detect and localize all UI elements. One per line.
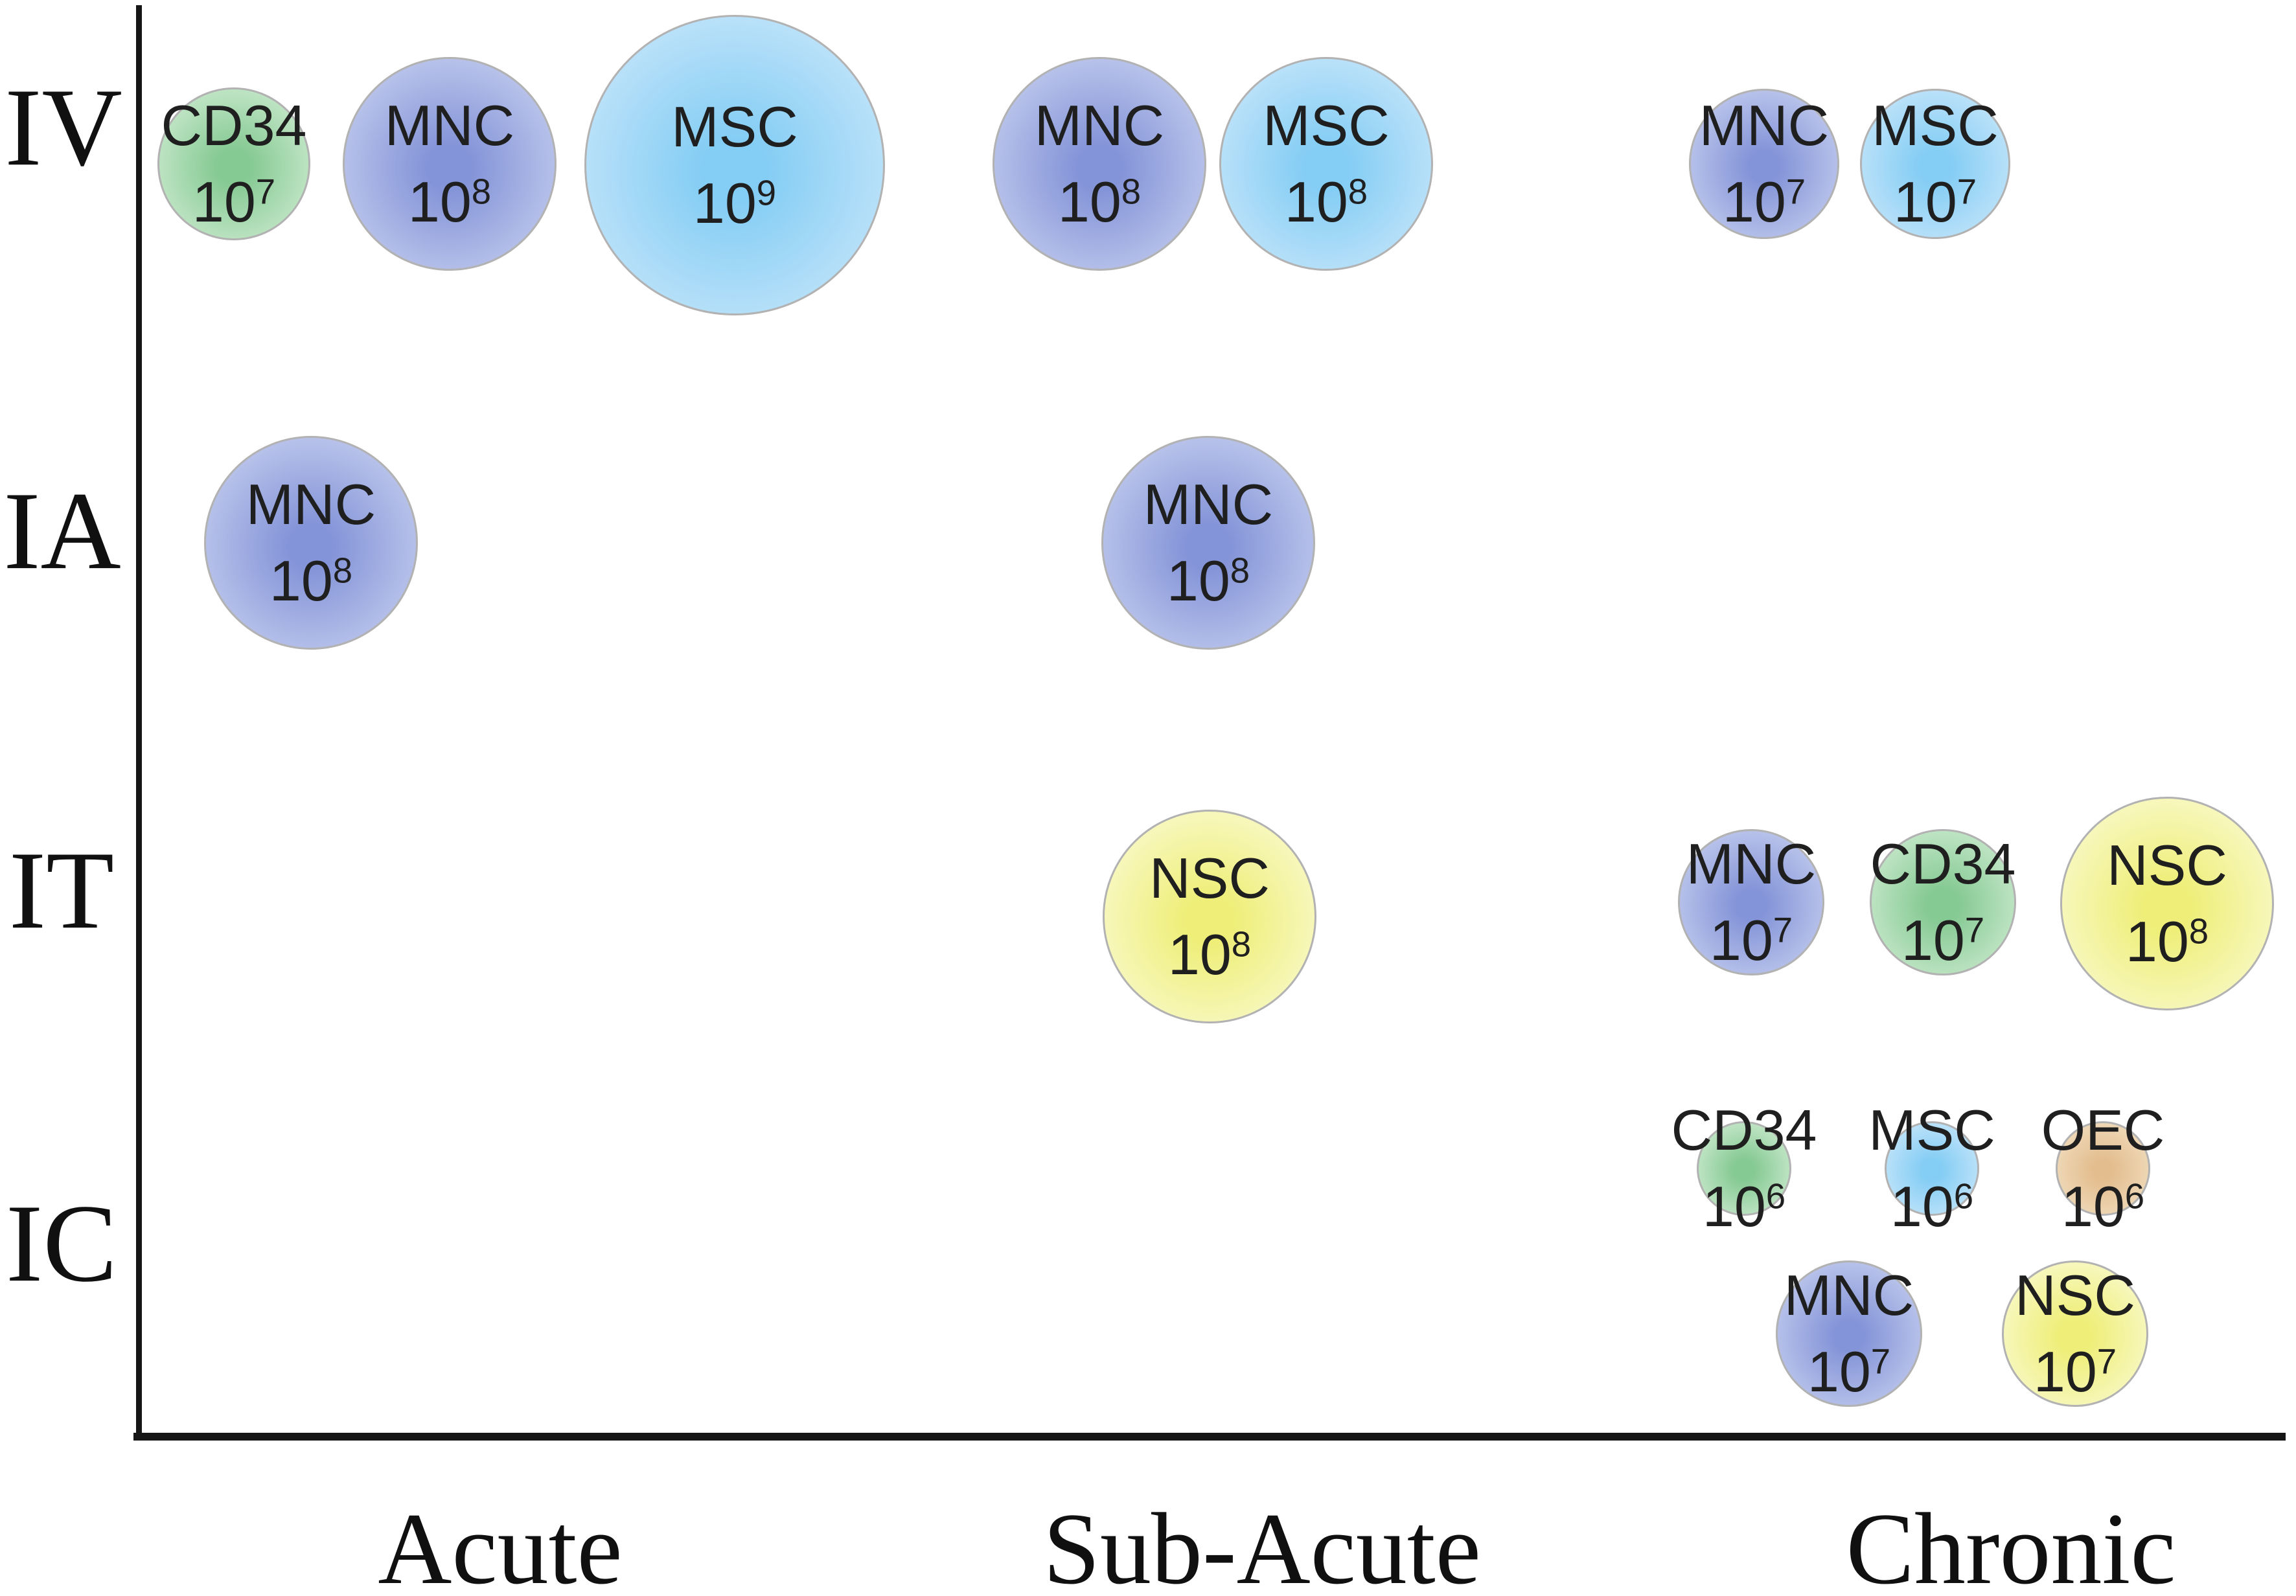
bubble-dose-label: 107 (192, 164, 275, 240)
bubble-cd34-ic-chronic: CD34 106 (1671, 1098, 1817, 1238)
dose-exponent: 7 (1957, 172, 1977, 212)
dose-base: 10 (192, 170, 256, 234)
y-axis-label-it: IT (8, 829, 115, 953)
dose-base: 10 (1901, 908, 1965, 972)
bubble-cd34-it-chronic: CD34 107 (1870, 829, 2016, 975)
dose-exponent: 8 (1231, 924, 1252, 964)
bubble-cell-label: MSC (1868, 1098, 1995, 1163)
dose-base: 10 (1167, 922, 1232, 986)
dose-exponent: 8 (1230, 551, 1250, 591)
bubble-cell-label: MNC (1784, 1263, 1914, 1328)
bubble-dose-label: 106 (1890, 1168, 1973, 1245)
bubble-cell-label: MNC (384, 93, 515, 158)
dose-exponent: 8 (332, 551, 353, 591)
bubble-oec-ic-chronic: OEC 106 (2041, 1098, 2165, 1238)
dose-base: 10 (1709, 908, 1773, 972)
bubble-cell-label: CD34 (1870, 832, 2016, 896)
y-axis-label-ia: IA (3, 470, 121, 593)
x-axis-label-sub-acute: Sub-Acute (1043, 1492, 1481, 1596)
bubble-dose-label: 108 (1168, 917, 1251, 993)
y-axis-label-ic: IC (6, 1182, 117, 1306)
dose-exponent: 8 (1348, 172, 1368, 212)
bubble-dose-label: 109 (693, 165, 776, 242)
bubble-msc-ic-chronic: MSC 106 (1868, 1098, 1995, 1238)
bubble-dose-label: 107 (1710, 902, 1793, 979)
bubble-cell-label: NSC (1149, 846, 1270, 911)
bubble-dose-label: 107 (1808, 1334, 1890, 1410)
dose-exponent: 9 (756, 173, 777, 213)
x-axis-label-acute: Acute (378, 1492, 623, 1596)
bubble-cell-label: MSC (1263, 93, 1390, 158)
bubble-cell-label: NSC (2107, 833, 2227, 898)
dose-exponent: 7 (2096, 1341, 2117, 1382)
bubble-cell-label: CD34 (1671, 1098, 1817, 1163)
dose-base: 10 (1166, 549, 1230, 613)
dose-exponent: 7 (1870, 1341, 1891, 1382)
bubble-cell-label: MSC (1872, 93, 1999, 158)
dose-exponent: 6 (2124, 1176, 2145, 1216)
bubble-dose-label: 107 (2034, 1334, 2117, 1410)
bubble-dose-label: 108 (1058, 164, 1141, 240)
x-axis-line (133, 1433, 2286, 1441)
dose-base: 10 (1893, 170, 1957, 234)
bubble-dose-label: 107 (1723, 164, 1806, 240)
bubble-dose-label: 108 (270, 543, 352, 619)
dose-base: 10 (1890, 1174, 1954, 1238)
bubble-dose-label: 107 (1894, 164, 1977, 240)
dose-base: 10 (1702, 1174, 1766, 1238)
bubble-dose-label: 106 (1703, 1168, 1785, 1245)
dose-exponent: 7 (1773, 910, 1793, 950)
bubble-cell-label: MNC (1686, 832, 1817, 896)
dose-exponent: 8 (1121, 172, 1142, 212)
bubble-mnc-it-chronic: MNC 107 (1678, 829, 1824, 975)
bubble-cell-label: CD34 (161, 93, 307, 158)
dose-exponent: 7 (1964, 910, 1985, 950)
bubble-dose-label: 106 (2061, 1168, 2144, 1245)
x-axis-label-chronic: Chronic (1846, 1492, 2176, 1596)
dose-base: 10 (693, 171, 757, 235)
bubble-cell-label: MNC (1143, 472, 1274, 537)
bubble-dose-label: 108 (408, 164, 491, 240)
dose-exponent: 6 (1953, 1176, 1974, 1216)
dose-exponent: 6 (1765, 1176, 1786, 1216)
dose-base: 10 (1722, 170, 1786, 234)
dose-base: 10 (2061, 1174, 2125, 1238)
dose-base: 10 (269, 549, 333, 613)
dose-base: 10 (408, 170, 472, 234)
dose-base: 10 (1807, 1340, 1871, 1404)
dose-exponent: 7 (1785, 172, 1806, 212)
bubble-cell-label: MNC (246, 472, 376, 537)
dose-base: 10 (1057, 170, 1121, 234)
bubble-dose-label: 108 (1167, 543, 1250, 619)
bubble-cell-label: OEC (2041, 1098, 2165, 1163)
dose-exponent: 7 (255, 172, 276, 212)
dose-base: 10 (2033, 1340, 2097, 1404)
dose-base: 10 (1284, 170, 1348, 234)
bubble-cell-label: NSC (2015, 1263, 2135, 1328)
bubble-dose-label: 107 (1901, 902, 1984, 979)
bubble-dose-label: 108 (1285, 164, 1368, 240)
bubble-cell-label: MNC (1699, 93, 1830, 158)
bubble-cell-label: MNC (1034, 93, 1165, 158)
y-axis-line (136, 5, 142, 1438)
dose-exponent: 8 (471, 172, 492, 212)
y-axis-label-iv: IV (5, 66, 122, 190)
bubble-cell-label: MSC (671, 95, 798, 159)
bubble-dose-label: 108 (2126, 904, 2209, 980)
dose-base: 10 (2125, 909, 2189, 974)
dose-exponent: 8 (2188, 911, 2209, 952)
